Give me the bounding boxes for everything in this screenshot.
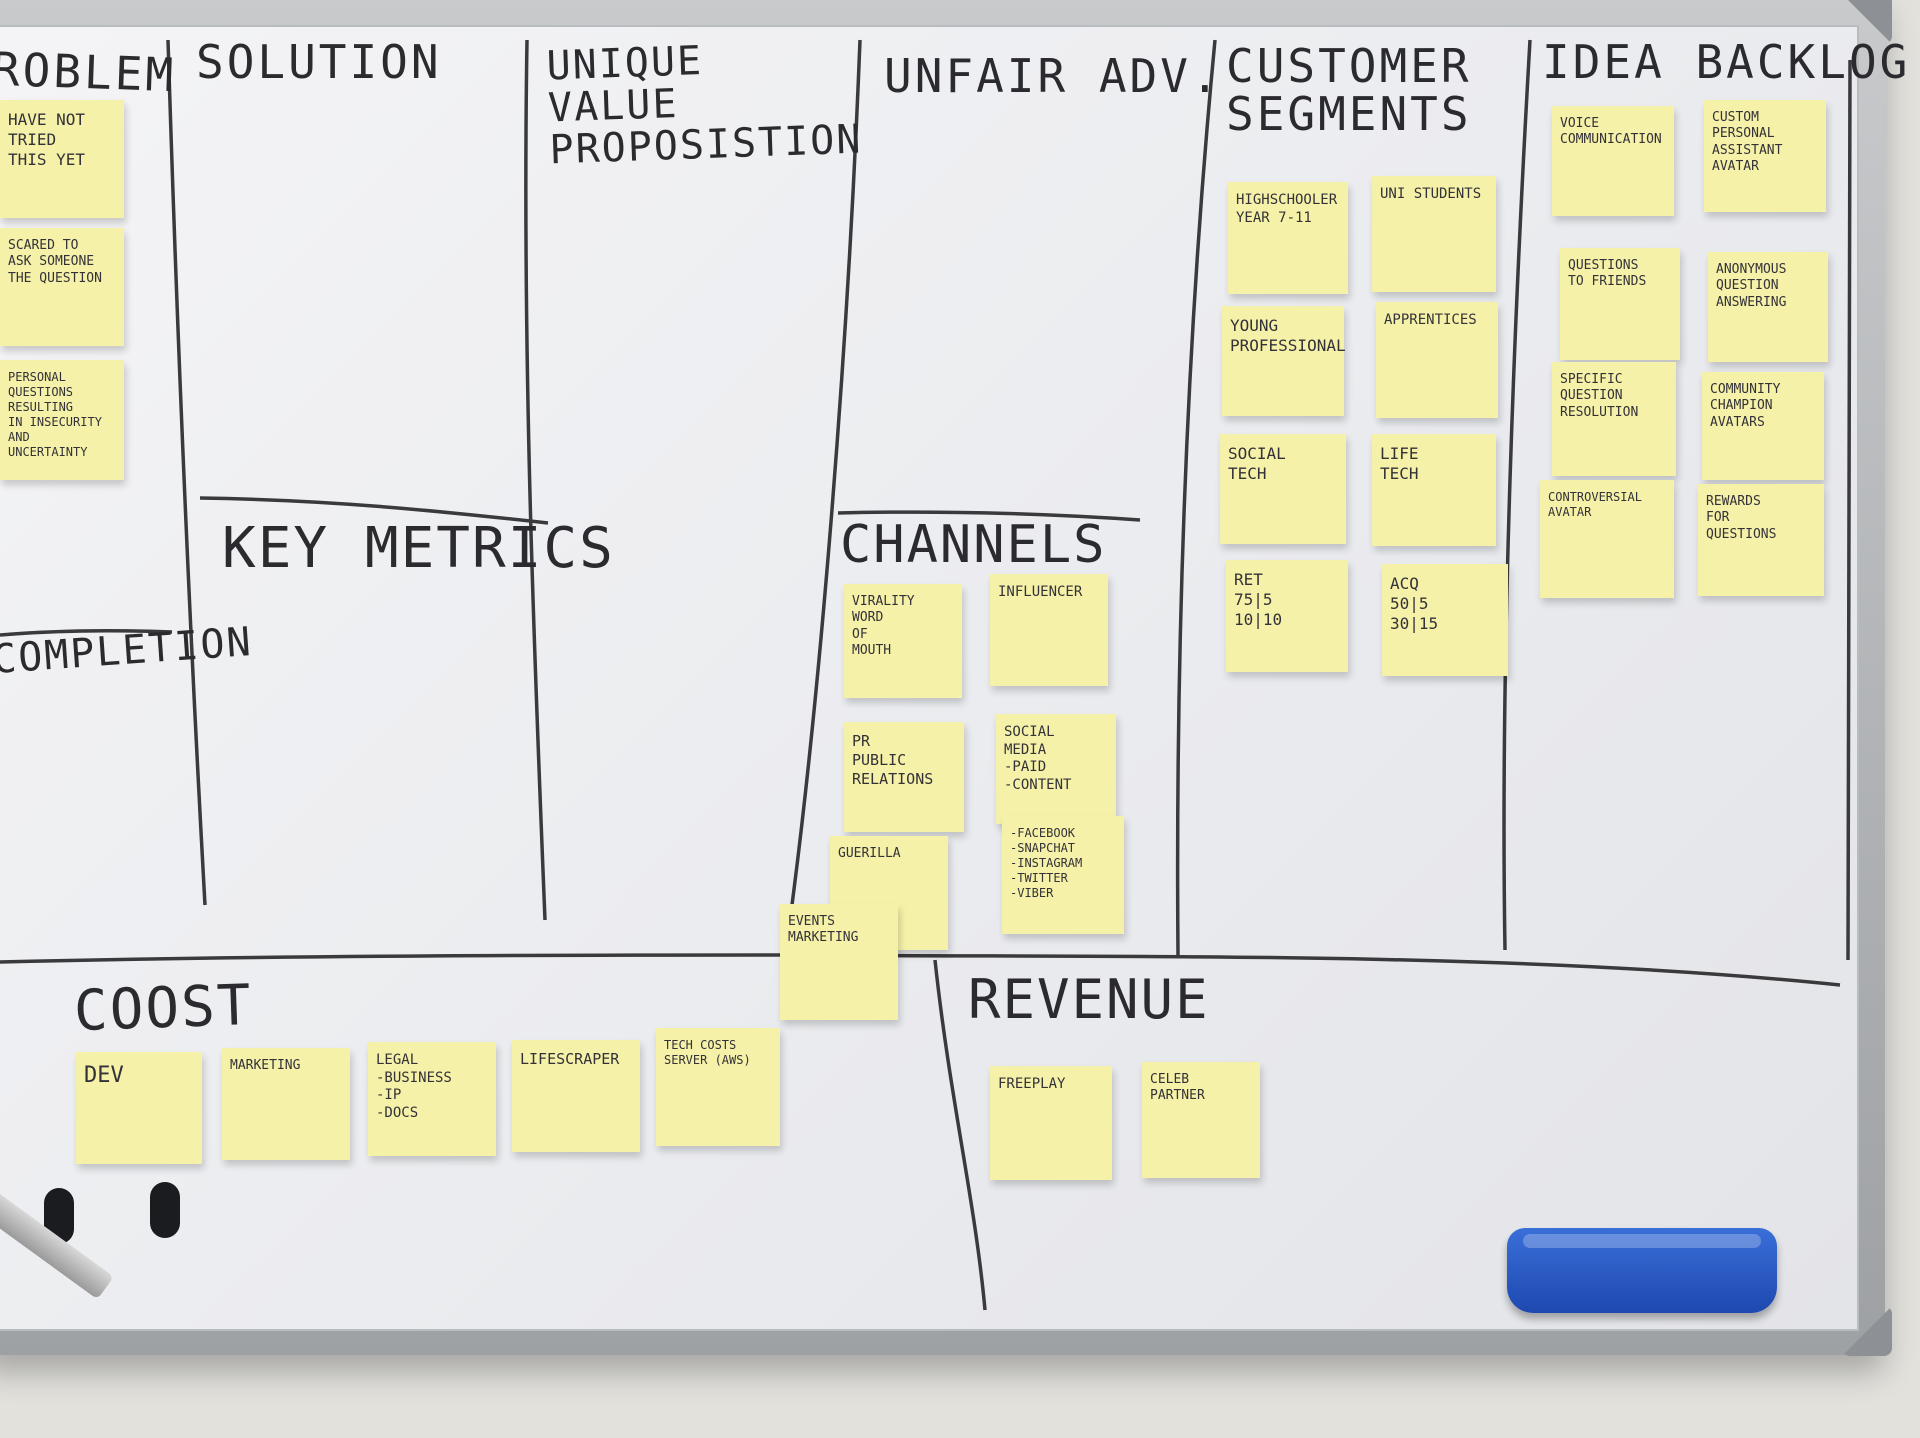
note-text: ACQ 50|5 30|15	[1390, 574, 1439, 633]
line-customer-idea	[1502, 39, 1532, 951]
sticky-note-problem[interactable]: PERSONAL QUESTIONS RESULTING IN INSECURI…	[0, 360, 124, 480]
line-cost-revenue	[933, 959, 987, 1311]
note-text: PR PUBLIC RELATIONS	[852, 732, 934, 788]
sticky-note-customer-acquisition[interactable]: ACQ 50|5 30|15	[1382, 564, 1508, 676]
line-unfair-customer	[1175, 39, 1217, 956]
line-right-edge	[1846, 59, 1853, 961]
note-text: QUESTIONS TO FRIENDS	[1568, 258, 1647, 290]
heading-channels: CHANNELS	[840, 515, 1107, 575]
note-text: CELEB PARTNER	[1150, 1072, 1205, 1104]
sticky-note-channel[interactable]: -FACEBOOK -SNAPCHAT -INSTAGRAM -TWITTER …	[1002, 816, 1124, 934]
note-text: GUERILLA	[838, 846, 901, 861]
note-text: REWARDS FOR QUESTIONS	[1706, 494, 1777, 542]
heading-solution: SOLUTION	[196, 35, 442, 89]
line-keymetrics-divider	[199, 496, 549, 525]
sticky-note-channel[interactable]: SOCIAL MEDIA -PAID -CONTENT	[996, 714, 1116, 824]
heading-unique-value-proposition: UNIQUE VALUE PROPOSISTION	[545, 38, 864, 174]
sticky-note-problem[interactable]: HAVE NOT TRIED THIS YET	[0, 100, 124, 218]
line-bottom-divider	[0, 953, 1841, 987]
sticky-note-customer[interactable]: SOCIAL TECH	[1220, 434, 1346, 544]
heading-cost: COOST	[72, 972, 254, 1045]
sticky-note-problem[interactable]: SCARED TO ASK SOMEONE THE QUESTION	[0, 228, 124, 346]
sticky-note-customer[interactable]: UNI STUDENTS	[1372, 176, 1496, 292]
note-text: LEGAL -BUSINESS -IP -DOCS	[376, 1052, 452, 1121]
note-text: LIFESCRAPER	[520, 1050, 620, 1068]
note-text: SOCIAL TECH	[1228, 444, 1286, 483]
sticky-note-idea[interactable]: CONTROVERSIAL AVATAR	[1540, 480, 1674, 598]
sticky-note-cost[interactable]: LIFESCRAPER	[512, 1040, 640, 1152]
note-text: TECH COSTS SERVER (AWS)	[664, 1038, 751, 1067]
sticky-note-idea[interactable]: REWARDS FOR QUESTIONS	[1698, 484, 1824, 596]
note-text: HAVE NOT TRIED THIS YET	[8, 110, 86, 169]
line-problem-solution	[166, 39, 207, 906]
sticky-note-idea[interactable]: QUESTIONS TO FRIENDS	[1560, 248, 1680, 360]
note-text: SOCIAL MEDIA -PAID -CONTENT	[1004, 724, 1072, 793]
note-text: FREEPLAY	[998, 1076, 1066, 1092]
sticky-note-idea[interactable]: COMMUNITY CHAMPION AVATARS	[1702, 372, 1824, 480]
note-text: ANONYMOUS QUESTION ANSWERING	[1716, 262, 1787, 310]
sticky-note-idea[interactable]: CUSTOM PERSONAL ASSISTANT AVATAR	[1704, 100, 1826, 212]
note-text: RET 75|5 10|10	[1234, 570, 1283, 629]
note-text: YOUNG PROFESSIONAL	[1230, 316, 1346, 355]
sticky-note-revenue[interactable]: CELEB PARTNER	[1142, 1062, 1260, 1178]
sticky-note-customer-retention[interactable]: RET 75|5 10|10	[1226, 560, 1348, 672]
sticky-note-cost[interactable]: MARKETING	[222, 1048, 350, 1160]
note-text: EVENTS MARKETING	[788, 914, 859, 946]
sticky-note-customer[interactable]: YOUNG PROFESSIONAL	[1222, 306, 1346, 416]
note-text: APPRENTICES	[1384, 312, 1477, 328]
sticky-note-channel[interactable]: EVENTS MARKETING	[780, 904, 898, 1020]
note-text: COMMUNITY CHAMPION AVATARS	[1710, 382, 1781, 430]
magnet-right[interactable]	[150, 1182, 180, 1238]
heading-problem: ROBLEM	[0, 41, 178, 103]
note-text: VIRALITY WORD OF MOUTH	[852, 594, 915, 658]
sticky-note-channel[interactable]: VIRALITY WORD OF MOUTH	[844, 584, 962, 698]
sticky-note-channel[interactable]: PR PUBLIC RELATIONS	[844, 722, 964, 832]
note-text: HIGHSCHOOLER YEAR 7-11	[1236, 192, 1338, 226]
line-completion-divider	[0, 629, 173, 637]
note-text: DEV	[84, 1063, 124, 1088]
sticky-note-customer[interactable]: HIGHSCHOOLER YEAR 7-11	[1228, 182, 1348, 294]
sticky-note-cost[interactable]: TECH COSTS SERVER (AWS)	[656, 1028, 780, 1146]
line-uvp-unfair	[786, 39, 862, 936]
note-text: CUSTOM PERSONAL ASSISTANT AVATAR	[1712, 110, 1783, 174]
heading-unfair-advantage: UNFAIR ADV.	[884, 49, 1222, 103]
note-text: INFLUENCER	[998, 584, 1083, 600]
sticky-note-cost[interactable]: LEGAL -BUSINESS -IP -DOCS	[368, 1042, 496, 1156]
note-text: PERSONAL QUESTIONS RESULTING IN INSECURI…	[8, 370, 102, 459]
note-text: SPECIFIC QUESTION RESOLUTION	[1560, 372, 1639, 420]
whiteboard-eraser[interactable]	[1507, 1228, 1777, 1313]
heading-key-metrics: KEY METRICS	[222, 516, 615, 581]
note-text: SCARED TO ASK SOMEONE THE QUESTION	[8, 238, 102, 286]
note-text: UNI STUDENTS	[1380, 186, 1482, 202]
sticky-note-idea[interactable]: SPECIFIC QUESTION RESOLUTION	[1552, 362, 1676, 476]
note-text: LIFE TECH	[1380, 444, 1419, 483]
heading-revenue: REVENUE	[968, 968, 1210, 1031]
note-text: MARKETING	[230, 1058, 301, 1073]
sticky-note-customer[interactable]: LIFE TECH	[1372, 434, 1496, 546]
note-text: CONTROVERSIAL AVATAR	[1548, 490, 1642, 519]
line-solution-uvp	[524, 39, 547, 921]
sticky-note-channel[interactable]: INFLUENCER	[990, 574, 1108, 686]
sticky-note-revenue[interactable]: FREEPLAY	[990, 1066, 1112, 1180]
heading-idea-backlog: IDEA BACKLOG	[1542, 35, 1911, 89]
note-text: -FACEBOOK -SNAPCHAT -INSTAGRAM -TWITTER …	[1010, 826, 1083, 900]
heading-customer-segments: CUSTOMER SEGMENTS	[1226, 39, 1472, 142]
note-text: VOICE COMMUNICATION	[1560, 116, 1662, 148]
sticky-note-idea[interactable]: ANONYMOUS QUESTION ANSWERING	[1708, 252, 1828, 362]
sticky-note-customer[interactable]: APPRENTICES	[1376, 302, 1498, 418]
sticky-note-idea[interactable]: VOICE COMMUNICATION	[1552, 106, 1674, 216]
sticky-note-cost[interactable]: DEV	[76, 1052, 202, 1164]
line-channels-divider	[837, 510, 1141, 522]
